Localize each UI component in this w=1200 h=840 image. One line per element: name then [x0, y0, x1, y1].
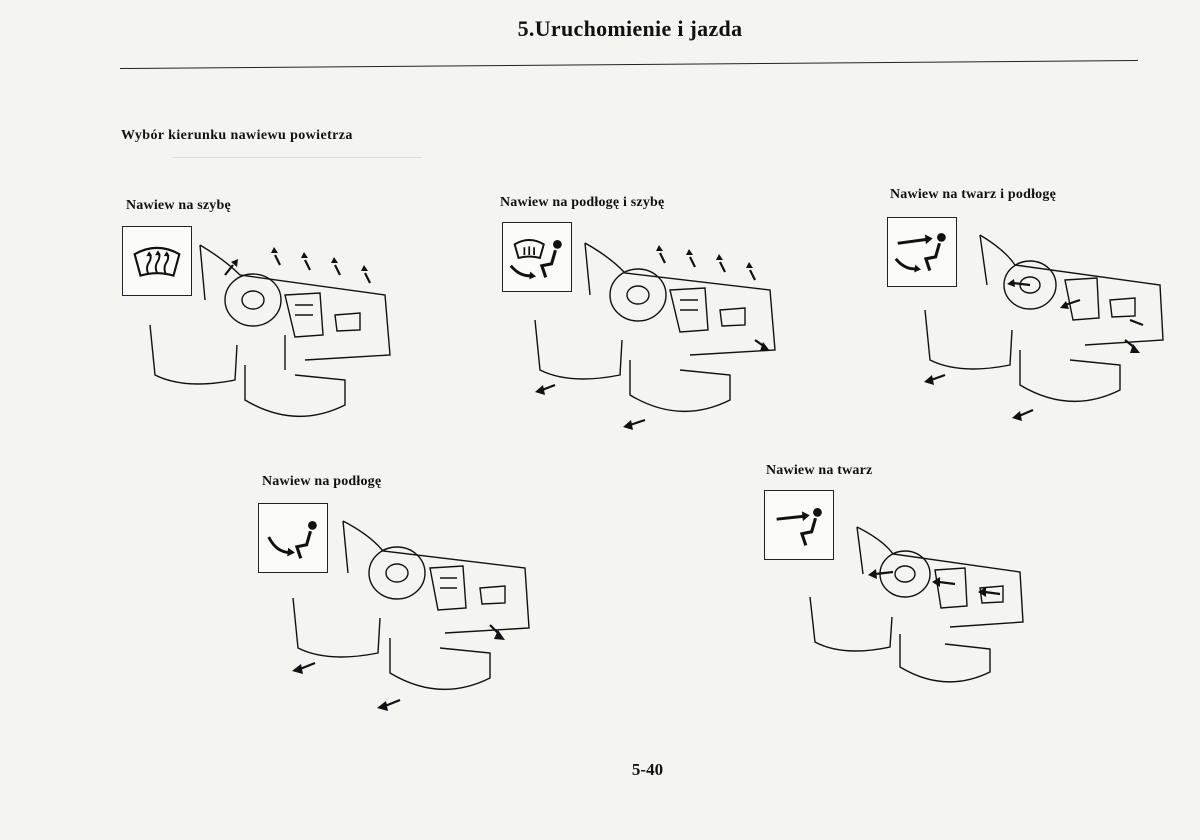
airflow-illustration-face-floor [915, 230, 1170, 430]
face-icon [764, 490, 834, 560]
section-heading: Wybór kierunku nawiewu powietrza [121, 128, 353, 143]
face-floor-icon [887, 217, 957, 287]
chapter-title: 5.Uruchomienie i jazda [517, 16, 743, 41]
header-rule [119, 60, 1138, 69]
bleed-through-text [112, 150, 422, 158]
caption-face-floor: Nawiew na twarz i podłogę [890, 187, 1056, 202]
caption-face: Nawiew na twarz [766, 463, 873, 478]
defrost-windshield-icon [122, 226, 192, 296]
floor-icon [258, 503, 328, 573]
caption-floor-windshield: Nawiew na podłogę i szybę [500, 195, 665, 210]
page-number: 5-40 [631, 760, 664, 779]
airflow-illustration-windshield [145, 235, 400, 435]
airflow-illustration-floor [285, 513, 540, 718]
caption-floor: Nawiew na podłogę [262, 474, 382, 489]
caption-windshield: Nawiew na szybę [126, 198, 231, 213]
airflow-illustration-floor-windshield [520, 235, 785, 435]
floor-defrost-icon [502, 222, 572, 292]
airflow-illustration-face [805, 522, 1035, 702]
